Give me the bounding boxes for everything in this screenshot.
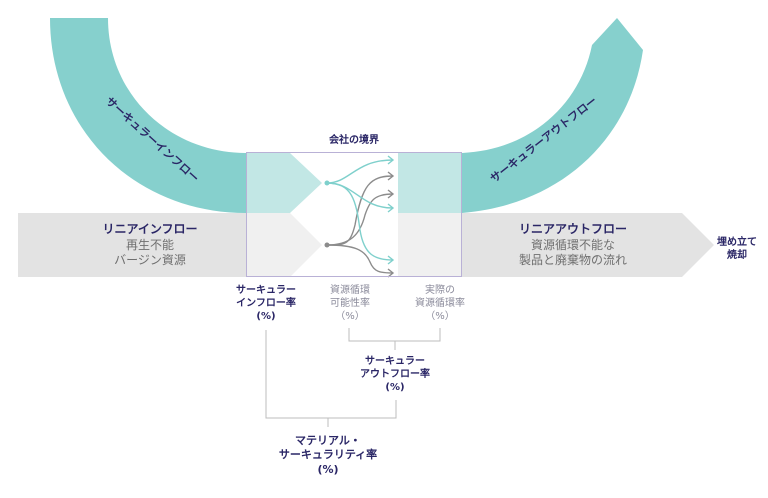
company-boundary-label: 会社の境界: [329, 135, 379, 146]
linear-outflow-line2: 製品と廃棄物の流れ: [518, 253, 627, 268]
linear-outflow-label: リニアアウトフロー 資源循環不能な 製品と廃棄物の流れ: [498, 222, 648, 269]
linear-outflow-arrow: [462, 213, 714, 277]
circular-outflow-rate-label: サーキュラー アウトフロー率 (%): [360, 356, 430, 393]
outflow-teal-block: [398, 153, 462, 213]
company-boundary-border: [246, 152, 462, 277]
linear-inflow-label: リニアインフロー 再生不能 バージン資源: [90, 222, 210, 269]
linear-outflow-title: リニアアウトフロー: [518, 222, 627, 236]
inflow-teal-chevron: [246, 153, 322, 213]
linear-outflow-line1: 資源循環不能な: [530, 237, 615, 252]
teal-node: [324, 180, 330, 186]
flow-lines: [326, 155, 395, 278]
actual-recovery-label: 実際の 資源循環率 （%）: [415, 285, 465, 322]
outflow-gray-block: [398, 213, 462, 277]
circular-outflow-arc: [462, 18, 643, 213]
linear-inflow-line1: 再生不能: [125, 237, 174, 252]
end-destination-label: 埋め立て 焼却: [712, 236, 762, 262]
circular-inflow-arc: [50, 18, 246, 213]
linear-inflow-title: リニアインフロー: [102, 222, 198, 236]
gray-node: [324, 242, 330, 248]
linear-inflow-line2: バージン資源: [114, 253, 186, 268]
linear-inflow-band: [18, 213, 246, 277]
incineration-label: 焼却: [727, 250, 747, 261]
circular-inflow-rate-label: サーキュラー インフロー率 (%): [236, 285, 296, 322]
inflow-gray-chevron: [246, 213, 322, 277]
material-circularity-label: マテリアル・ サーキュラリティ率 (%): [278, 434, 378, 476]
metric-brackets: [265, 328, 441, 427]
landfill-label: 埋め立て: [717, 237, 757, 248]
recovery-potential-label: 資源循環 可能性率 （%）: [330, 285, 370, 322]
